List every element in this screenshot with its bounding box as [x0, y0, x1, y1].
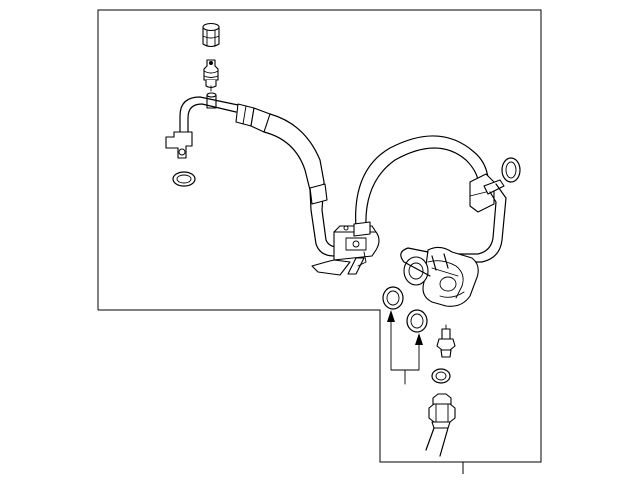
assembly-frame	[97, 9, 542, 474]
hex-connector-icon	[425, 393, 456, 457]
o-ring-icon	[172, 171, 196, 187]
valve-core-icon	[203, 59, 219, 92]
o-ring-icon	[431, 368, 451, 384]
callout-arrows-icon	[387, 310, 423, 385]
pressure-switch-icon	[436, 324, 456, 358]
o-ring-icon	[382, 286, 428, 333]
service-valve-cap-icon	[202, 22, 220, 48]
o-ring-icon	[501, 157, 521, 183]
ac-hose-assembly-icon	[165, 92, 507, 307]
